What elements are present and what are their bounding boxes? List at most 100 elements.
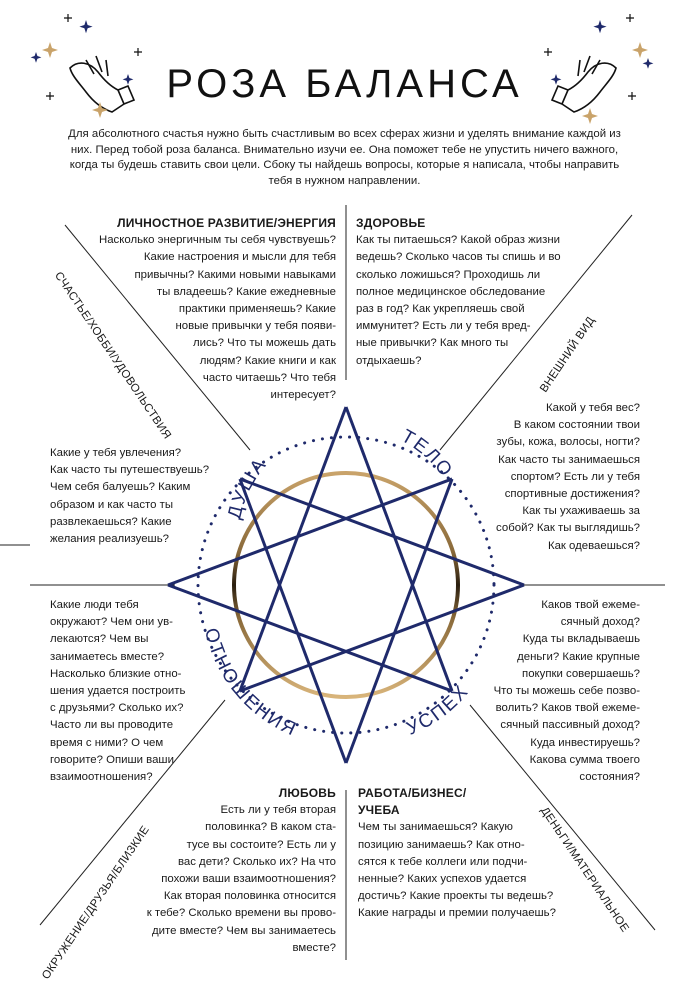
text-line: Куда инвестируешь? bbox=[530, 736, 640, 749]
text-line: Какие награды и премии получаешь? bbox=[358, 907, 556, 920]
star-line bbox=[238, 478, 348, 764]
text-line: Какие у тебя увлечения? bbox=[50, 447, 182, 459]
star-line bbox=[238, 406, 348, 692]
section-relations-text: Какие люди тебя окружают? Чем они ув-лека… bbox=[50, 597, 205, 786]
text-line: лекаются? Чем вы bbox=[50, 633, 149, 646]
text-line: ты владеешь? Какие ежедневные bbox=[156, 285, 336, 298]
gold-ring bbox=[232, 471, 460, 699]
text-line: В каком состоянии твои bbox=[513, 419, 640, 432]
section-money: Каков твой ежеме-сячный доход?Куда ты вк… bbox=[470, 597, 640, 786]
text-line: раз в год? Как укрепляешь свой bbox=[356, 303, 525, 316]
text-line: Насколько близкие отно- bbox=[50, 667, 182, 680]
text-line: часто читаешь? Что тебя bbox=[202, 371, 336, 384]
intro-text: Для абсолютного счастья нужно быть счаст… bbox=[68, 128, 621, 187]
small-crosses bbox=[46, 14, 636, 100]
text-line: Есть ли у тебя вторая bbox=[220, 804, 336, 817]
star-line bbox=[167, 583, 453, 693]
text-line: шения удается построить bbox=[50, 685, 186, 698]
section-health-heading: ЗДОРОВЬЕ bbox=[356, 216, 426, 230]
text-line: Как ты питаешься? Какой образ жизни bbox=[356, 234, 561, 247]
text-line: взаимоотношения? bbox=[50, 771, 153, 784]
section-health: ЗДОРОВЬЕ Как ты питаешься? Какой образ ж… bbox=[356, 215, 596, 370]
text-line: сятся к тебе коллеги или подчи- bbox=[358, 855, 528, 868]
sector-dividers bbox=[0, 205, 665, 960]
section-hobby-text: Какие у тебя увлечения? Как часто ты путе… bbox=[50, 445, 225, 548]
ring-label-success: УСПЕХ bbox=[404, 681, 474, 740]
text-line: новые привычки у тебя появи- bbox=[175, 320, 336, 333]
divider-top-left bbox=[64, 224, 251, 451]
text-line: Какие настроения и мысли для тебя bbox=[143, 251, 336, 264]
text-line: половинка? В каком ста- bbox=[205, 821, 336, 834]
text-line: дите вместе? Чем вы занимаетесь bbox=[151, 924, 336, 937]
text-line: время с ними? О чем bbox=[50, 736, 164, 749]
text-line: Каков твой ежеме- bbox=[541, 599, 640, 611]
text-line: собой? Как ты выглядишь? bbox=[496, 522, 640, 535]
star-line bbox=[239, 583, 525, 693]
text-line: состояния? bbox=[579, 771, 640, 784]
section-hobby: Какие у тебя увлечения? Как часто ты путе… bbox=[50, 445, 225, 548]
text-line: Как часто ты занимаешься bbox=[498, 453, 640, 466]
text-line: Что ты можешь себе позво- bbox=[493, 685, 640, 698]
text-line: волить? Каков твой ежеме- bbox=[495, 702, 640, 715]
text-line: позицию занимаешь? Как отно- bbox=[358, 838, 525, 851]
section-money-text: Каков твой ежеме-сячный доход?Куда ты вк… bbox=[470, 597, 640, 786]
text-line: спортивные достижения? bbox=[504, 488, 640, 501]
text-line: Чем ты занимаешься? Какую bbox=[358, 821, 513, 834]
text-line: развлекаешься? Какие bbox=[50, 515, 172, 528]
text-line: деньги? Какие крупные bbox=[517, 650, 640, 663]
text-line: практики применяешь? Какие bbox=[178, 303, 336, 316]
text-line: Насколько энергичным ты себя чувствуешь? bbox=[99, 234, 336, 247]
section-personal: ЛИЧНОСТНОЕ РАЗВИТИЕ/ЭНЕРГИЯ Насколько эн… bbox=[80, 215, 336, 404]
text-line: желания реализуешь? bbox=[50, 533, 169, 546]
text-line: окружают? Чем они ув- bbox=[50, 616, 173, 629]
section-love: ЛЮБОВЬ Есть ли у тебя вторая половинка? В… bbox=[120, 785, 336, 957]
section-work-text: Чем ты занимаешься? Какую позицию занимае… bbox=[358, 819, 578, 922]
text-line: Какие люди тебя bbox=[50, 599, 139, 611]
text-line: людям? Какие книги и как bbox=[199, 354, 336, 367]
text-line: полное медицинское обследование bbox=[356, 285, 546, 298]
section-love-heading: ЛЮБОВЬ bbox=[278, 786, 336, 800]
text-line: похожи ваши взаимоотношения? bbox=[161, 873, 336, 886]
star-line bbox=[239, 477, 525, 587]
text-line: сячный доход? bbox=[560, 616, 640, 629]
text-line: Как часто ты путешествуешь? bbox=[50, 464, 210, 477]
text-line: Часто ли вы проводите bbox=[50, 719, 174, 732]
section-work-heading-2: УЧЕБА bbox=[358, 803, 400, 818]
text-line: говорите? Опиши ваши bbox=[50, 753, 174, 766]
divider-top-right bbox=[439, 214, 633, 451]
text-line: привычны? Какими новыми навыками bbox=[134, 268, 336, 281]
text-line: Чем себя балуешь? Каким bbox=[50, 481, 191, 494]
section-work: РАБОТА/БИЗНЕС/ УЧЕБА Чем ты занимаешься?… bbox=[358, 785, 578, 923]
left-hand-decoration bbox=[69, 55, 136, 113]
star-line bbox=[167, 477, 453, 587]
text-line: к тебе? Сколько времени вы прово- bbox=[146, 907, 336, 920]
text-line: лись? Что ты можешь дать bbox=[193, 337, 336, 350]
text-line: достичь? Какие проекты ты ведешь? bbox=[358, 890, 554, 903]
ring-label-body: ТЕЛО bbox=[398, 426, 457, 482]
text-line: Какой у тебя вес? bbox=[546, 402, 640, 414]
text-line: иммунитет? Есть ли у тебя вред- bbox=[356, 320, 531, 333]
section-relations: Какие люди тебя окружают? Чем они ув-лека… bbox=[50, 597, 205, 786]
page-title: РОЗА БАЛАНСА bbox=[166, 62, 523, 106]
text-line: Как вторая половинка относится bbox=[163, 890, 336, 903]
text-line: интересует? bbox=[270, 389, 336, 402]
text-line: образом и как часто ты bbox=[50, 498, 174, 511]
text-line: ные привычки? Как много ты bbox=[356, 337, 509, 350]
section-personal-text: Насколько энергичным ты себя чувствуешь?… bbox=[80, 232, 336, 404]
text-line: ведешь? Сколько часов ты спишь и во bbox=[356, 251, 561, 264]
gold-sparkles bbox=[42, 42, 648, 124]
text-line: покупки совершаешь? bbox=[522, 667, 640, 680]
star-line bbox=[344, 406, 454, 692]
star-line bbox=[344, 478, 454, 764]
section-health-text: Как ты питаешься? Какой образ жизни ведеш… bbox=[356, 232, 596, 370]
text-line: сячный пассивный доход? bbox=[500, 719, 640, 732]
text-line: ненные? Каких успехов удается bbox=[358, 873, 527, 886]
text-line: вместе? bbox=[292, 941, 336, 954]
text-line: занимаетесь вместе? bbox=[50, 650, 165, 663]
text-line: сколько ложишься? Проходишь ли bbox=[356, 268, 541, 281]
section-personal-heading: ЛИЧНОСТНОЕ РАЗВИТИЕ/ЭНЕРГИЯ bbox=[117, 216, 336, 230]
text-line: отдыхаешь? bbox=[356, 354, 422, 367]
